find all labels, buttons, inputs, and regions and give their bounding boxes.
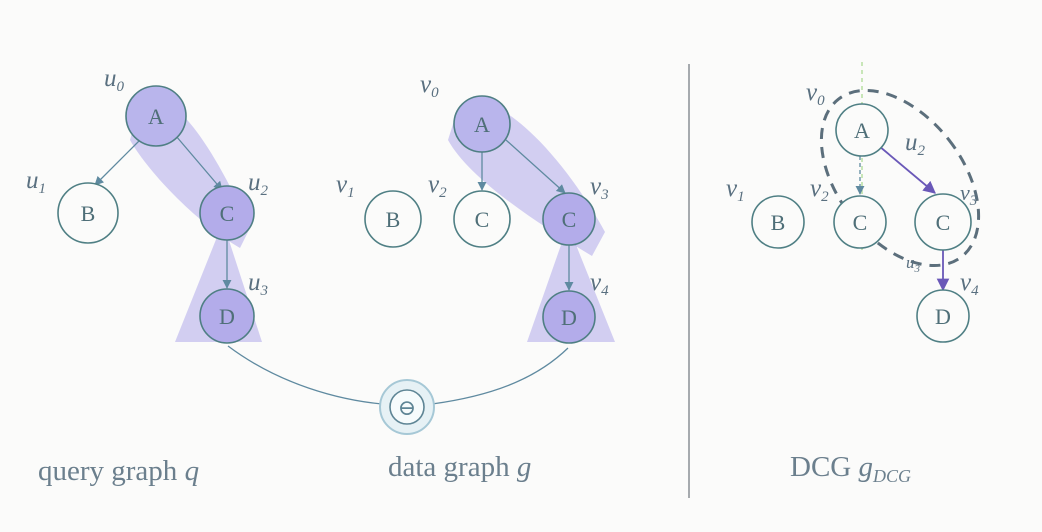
query-node-u3: D u3 <box>199 269 268 344</box>
node-label: C <box>853 210 868 235</box>
node-var: v4 <box>960 269 979 299</box>
node-label: B <box>81 201 96 226</box>
query-edge-u0-u2 <box>175 135 223 191</box>
node-label: B <box>386 207 401 232</box>
query-graph: A u0 B u1 C u2 D u3 <box>26 65 269 344</box>
node-var: v1 <box>336 171 355 201</box>
data-node-v1: B v1 <box>336 171 422 248</box>
dcg-node-v0: A v0 <box>806 79 889 157</box>
match-symbol-glyph: ⊖ <box>398 395 416 420</box>
match-connector-arc-right <box>431 347 569 405</box>
node-label: A <box>148 104 164 129</box>
data-node-v4: D v4 <box>542 269 609 344</box>
query-node-u2: C u2 <box>199 169 269 241</box>
node-label: D <box>561 305 577 330</box>
dcg-node-v3: C v3 <box>914 180 977 251</box>
node-label: D <box>935 304 951 329</box>
dcg-node-v4: D v4 <box>916 269 979 343</box>
dcg-edge-label-u3: u3 <box>906 253 921 275</box>
node-var: v3 <box>590 173 609 203</box>
caption-query-graph: query graph q <box>38 455 199 487</box>
query-node-u0: A u0 <box>104 65 187 147</box>
dcg-edge-v0-v3 <box>878 145 936 194</box>
dcg-node-v2: C v2 <box>810 175 887 249</box>
dcg-edge-label-u2: u2 <box>905 129 926 159</box>
node-var: v2 <box>810 175 829 205</box>
query-node-u1: B u1 <box>26 167 119 244</box>
node-label: B <box>771 210 786 235</box>
node-var: u3 <box>248 269 268 299</box>
caption-data-graph: data graph g <box>388 451 531 483</box>
node-var: v2 <box>428 171 447 201</box>
match-connector-arc <box>227 345 383 405</box>
node-label: C <box>936 210 951 235</box>
query-edge-u0-u1 <box>94 139 141 186</box>
node-label: C <box>475 207 490 232</box>
node-var: v4 <box>590 269 609 299</box>
node-label: A <box>854 118 870 143</box>
data-node-v0: A v0 <box>420 71 511 153</box>
node-var: v0 <box>420 71 439 101</box>
dcg-node-v1: B v1 <box>726 175 805 249</box>
data-graph: A v0 B v1 C v2 C v3 D v4 <box>336 71 615 344</box>
node-var: u0 <box>104 65 125 95</box>
caption-dcg: DCG gDCG <box>790 451 911 486</box>
match-symbol: ⊖ <box>379 379 435 435</box>
node-label: C <box>562 207 577 232</box>
node-label: C <box>220 201 235 226</box>
data-node-v3: C v3 <box>542 173 609 246</box>
node-var: v0 <box>806 79 825 109</box>
data-node-v2: C v2 <box>428 171 511 248</box>
data-edge-v0-v3 <box>505 139 566 194</box>
node-label: A <box>474 112 490 137</box>
node-var: u1 <box>26 167 46 197</box>
node-var: v3 <box>960 180 977 209</box>
node-var: u2 <box>248 169 269 199</box>
dcg-graph: A v0 B v1 C v2 C v3 D v4 u2 u3 <box>726 62 981 343</box>
node-var: v1 <box>726 175 745 205</box>
node-label: D <box>219 304 235 329</box>
